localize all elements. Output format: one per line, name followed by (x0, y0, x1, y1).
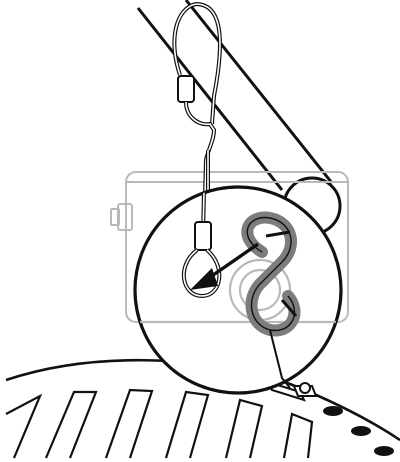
grille-bolts (323, 406, 394, 456)
grille-slats (6, 390, 312, 458)
